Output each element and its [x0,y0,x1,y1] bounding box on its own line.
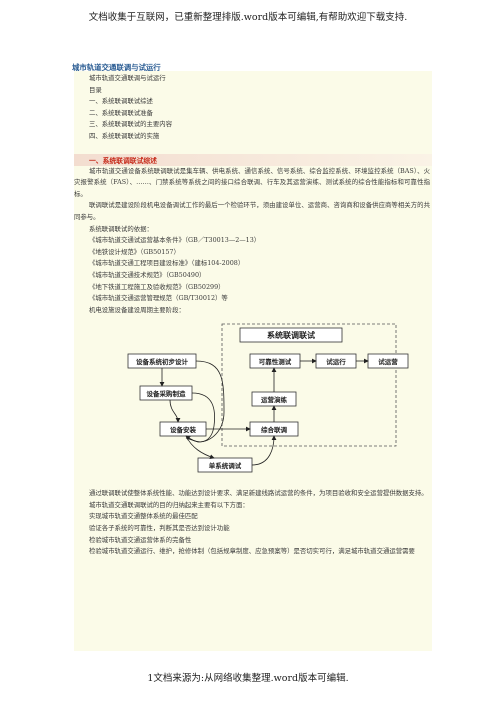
box-measure-label: 可靠性测试 [259,357,292,366]
connector [185,436,215,460]
purpose-label: 城市轨道交通联调联试的目的归纳起来主要有以下方面： [89,500,249,509]
article-title[interactable]: 城市轨道交通联调与试运行 [72,63,161,72]
toc-line: 一、系统联调联试综述 [89,97,153,106]
toc-line: 城市轨道交通联调与试运行 [89,74,166,82]
section-heading-bar: 一、系统联调联试综述 [74,153,432,166]
basis-label: 系统联调联试的依据： [89,224,153,233]
stage-label: 机电设施设备建设周期主要阶段： [89,305,185,314]
toc-line: 目录 [89,85,102,94]
purpose-item: 实现城市轨道交通整体系统的最佳匹配 [89,512,198,521]
box-single-label: 单系统调试 [209,461,242,470]
paragraph: 检验城市轨道交通运行、维护，抢修体制（包括规章制度、应急预案等）是否切实可行，满… [89,547,415,556]
box-install-label: 设备安装 [170,425,197,434]
toc-line: 二、系统联调联试准备 [89,108,153,117]
connector [251,435,277,466]
basis-item: 《地下铁道工程施工及验收规范》（GB50299） [89,282,225,291]
box-procure-label: 设备采购制造 [147,389,187,398]
basis-item: 《地铁设计规范》（GB50157） [89,247,180,256]
article-content: 城市轨道交通联调与试运行 目录 一、系统联调联试综述 二、系统联调联试准备 三、… [74,71,432,651]
page-footer: 1文档来源为:从网络收集整理.word版本可编辑. [147,673,349,684]
basis-item: 《城市轨道交通试运营基本条件》（GB／T30013—2—13） [89,236,261,245]
flow-diagram: 系统联调联试 设备系统初步设计 设备采购制造 设备安装 单系统调试 可靠性测试 … [74,322,432,484]
box-ops-drill-label: 运营演练 [261,395,288,404]
paragraph: 通过联调联试使整体系统性能、功能达到设计要求、满足新建线路试运营的条件，为项目验… [89,489,428,498]
connector [185,392,215,443]
basis-item: 《城市轨道交通运营管理规范（GB/T30012）等 [89,294,228,303]
page-header: 文档收集于互联网，已重新整理排版.word版本可编辑,有帮助欢迎下载支持. [88,12,408,23]
toc-line: 三、系统联调联试的主要内容 [89,120,173,129]
section-heading: 一、系统联调联试综述 [89,156,157,165]
group-title: 系统联调联试 [267,330,315,340]
box-trial-label: 试运行 [326,357,346,366]
purpose-item: 检验城市轨道交通运营体系的完备性 [89,535,192,544]
box-design-label: 设备系统初步设计 [136,357,189,366]
purpose-item: 验证各子系统的可靠性，判断其是否达到设计功能 [89,524,230,533]
basis-item: 《城市轨道交通技术规范》（GB50490） [89,270,206,279]
group-frame [221,323,397,447]
toc-line: 四、系统联调联试的实施 [89,131,160,140]
group-title-box [239,327,343,343]
basis-item: 《城市轨道交通工程项目建设标准》（建标104-2008） [89,259,245,268]
paragraph: 联调联试是建设阶段机电设备调试工作的最后一个检验环节，须由建设单位、运营商、咨询… [74,201,430,221]
paragraph: 城市轨道交通设备系统联调联试是集车辆、供电系统、通信系统、信号系统、综合监控系统… [74,166,430,198]
box-integrated-label: 综合联调 [261,425,288,434]
connector [169,400,181,424]
flow-diagram-svg: 系统联调联试 设备系统初步设计 设备采购制造 设备安装 单系统调试 可靠性测试 … [127,323,409,473]
box-trial-ops-label: 试运营 [378,357,398,366]
